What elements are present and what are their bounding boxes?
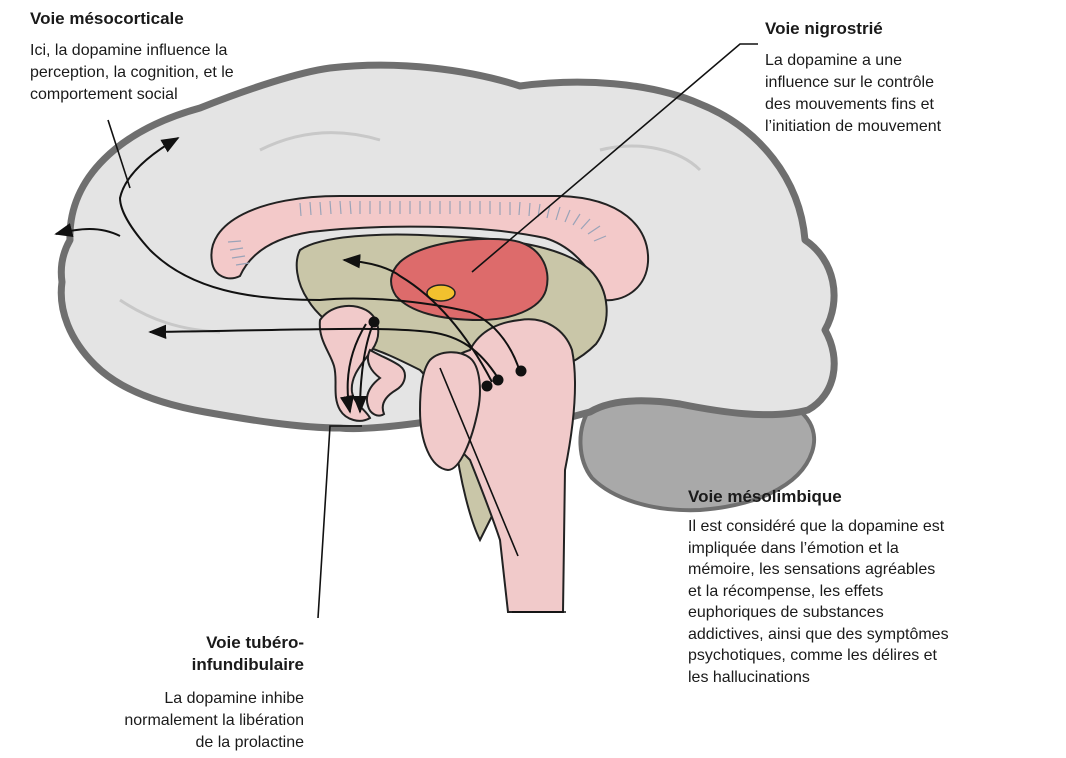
label-line: addictives, ainsi que des symptômes [688, 624, 1058, 646]
dopamine-nucleus-dot [493, 375, 504, 386]
label-line: mémoire, les sensations agréables [688, 559, 1058, 581]
label-line: Ici, la dopamine influence la [30, 40, 420, 62]
label-line: normalement la libération [30, 710, 304, 732]
label-title: Voie tubéro- infundibulaire [30, 632, 304, 676]
label-description: Il est considéré que la dopamine est imp… [688, 516, 1058, 688]
label-description: La dopamine inhibe normalement la libéra… [30, 688, 304, 754]
label-line: les hallucinations [688, 667, 1058, 689]
label-description: Ici, la dopamine influence la perception… [30, 40, 420, 106]
label-line: impliquée dans l’émotion et la [688, 538, 1058, 560]
dopamine-nucleus-dot [482, 381, 493, 392]
label-line: des mouvements fins et [765, 94, 1055, 116]
label-mesolimbic: Voie mésolimbique Il est considéré que l… [688, 486, 1058, 688]
label-line: et la récompense, les effets [688, 581, 1058, 603]
label-line: l’initiation de mouvement [765, 116, 1055, 138]
label-title-line: Voie tubéro- [30, 632, 304, 654]
label-mesocortical: Voie mésocorticale Ici, la dopamine infl… [30, 8, 420, 106]
label-line: La dopamine a une [765, 50, 1055, 72]
label-line: Il est considéré que la dopamine est [688, 516, 1058, 538]
label-line: comportement social [30, 84, 420, 106]
label-description: La dopamine a une influence sur le contr… [765, 50, 1055, 138]
label-line: psychotiques, comme les délires et [688, 645, 1058, 667]
label-title: Voie mésocorticale [30, 8, 420, 30]
label-line: de la prolactine [30, 732, 304, 754]
dopamine-nucleus-dot [516, 366, 527, 377]
label-title-line: infundibulaire [30, 654, 304, 676]
label-line: influence sur le contrôle [765, 72, 1055, 94]
label-title: Voie mésolimbique [688, 486, 1058, 508]
label-line: La dopamine inhibe [30, 688, 304, 710]
label-tuberoinfundibular: Voie tubéro- infundibulaire La dopamine … [30, 632, 304, 754]
label-line: euphoriques de substances [688, 602, 1058, 624]
label-title: Voie nigrostrié [765, 18, 1055, 40]
label-nigrostriatal: Voie nigrostrié La dopamine a une influe… [765, 18, 1055, 138]
leader-line-tubero [318, 426, 362, 618]
label-line: perception, la cognition, et le [30, 62, 420, 84]
dopamine-nucleus-dot [369, 317, 380, 328]
